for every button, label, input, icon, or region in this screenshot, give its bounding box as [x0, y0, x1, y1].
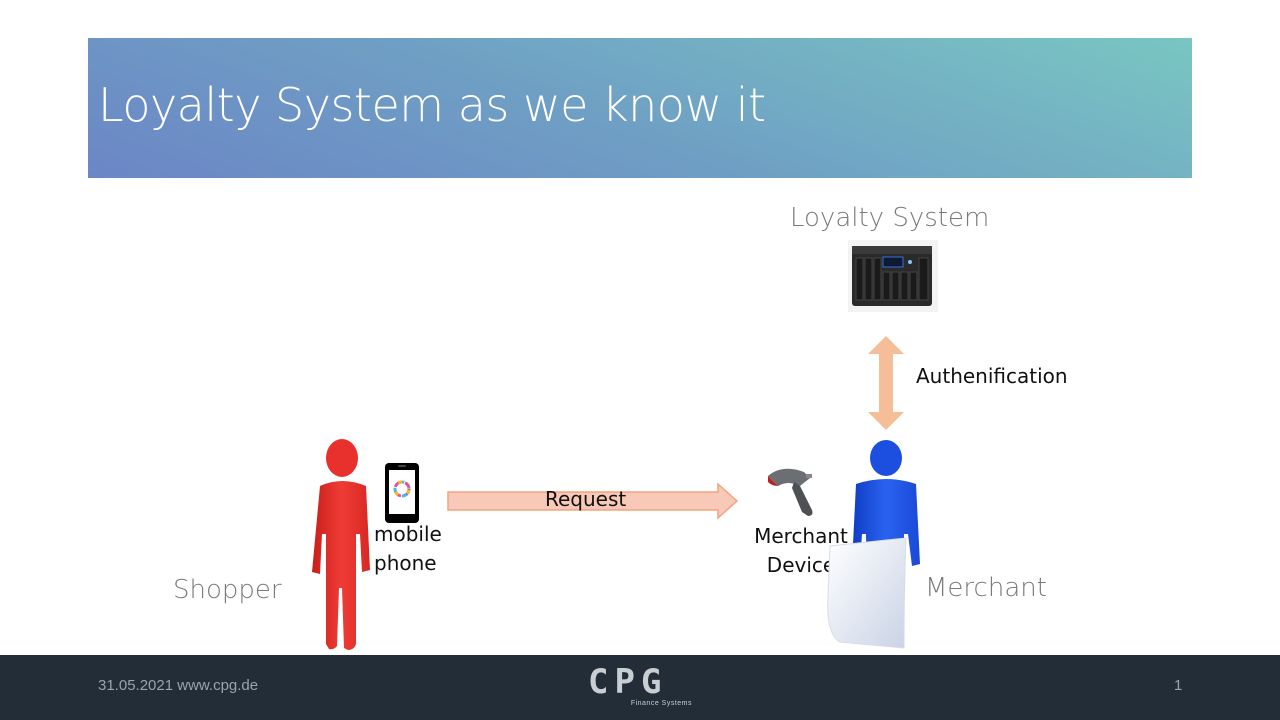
- merchant-label: Merchant: [925, 573, 1047, 603]
- logo-subtitle: Finance Systems: [630, 700, 692, 707]
- mobile-label-line2: phone: [374, 551, 437, 575]
- server-icon: [848, 240, 938, 312]
- device-label-line1: Merchant: [754, 524, 848, 548]
- merchant-person-icon: [827, 440, 920, 649]
- shopper-label: Shopper: [173, 575, 282, 605]
- logo-letters: CPG: [588, 662, 668, 702]
- barcode-scanner-icon: [768, 468, 813, 516]
- page-number: 1: [1174, 677, 1183, 694]
- loyalty-system-label: Loyalty System: [790, 203, 990, 233]
- merchant-device-label: Merchant Device: [752, 522, 850, 580]
- title-banner: Loyalty System as we know it: [88, 38, 1192, 178]
- slide-title: Loyalty System as we know it: [98, 78, 766, 132]
- mobile-label-line1: mobile: [374, 522, 442, 546]
- smartphone-icon: [385, 463, 419, 523]
- authentication-label: Authenification: [916, 364, 1068, 388]
- shopper-person-icon: [312, 439, 370, 650]
- request-label: Request: [545, 487, 627, 511]
- footer-date-url: 31.05.2021 www.cpg.de: [98, 677, 259, 694]
- device-label-line2: Device: [766, 553, 836, 577]
- cpg-logo: CPG Finance Systems: [588, 662, 692, 712]
- footer-bar: 31.05.2021 www.cpg.de CPG Finance System…: [0, 655, 1280, 720]
- authentication-arrow: [868, 336, 904, 430]
- mobile-phone-label: mobile phone: [374, 520, 442, 578]
- request-arrow: [447, 482, 739, 520]
